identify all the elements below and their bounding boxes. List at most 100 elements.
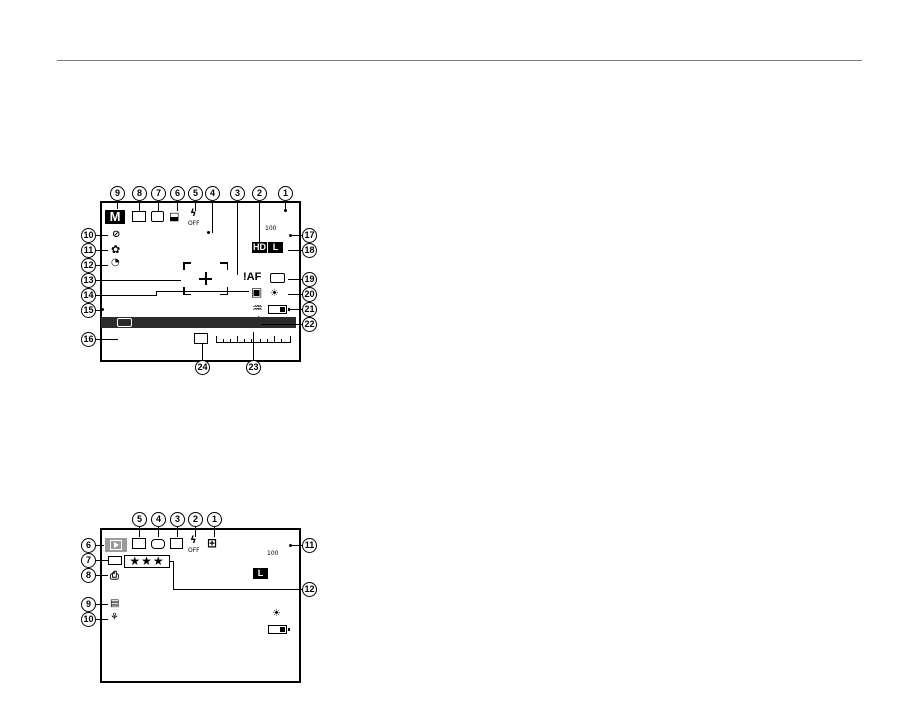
callout-8: 8 (132, 186, 147, 201)
leader-dot (207, 231, 210, 234)
continuous-icon: ⬓ (169, 210, 180, 223)
leader-line (173, 589, 302, 590)
leader-line (173, 561, 174, 589)
callout-12: 12 (302, 582, 317, 597)
callout-17: 17 (302, 228, 317, 243)
leader-line (156, 291, 249, 292)
callout-22: 22 (302, 317, 317, 332)
leader-line (262, 324, 302, 325)
callout-6: 6 (170, 186, 185, 201)
leader-line (285, 201, 286, 211)
leader-line (214, 527, 215, 537)
self-timer-off-icon: ⊘ (112, 229, 121, 240)
leader-line (96, 619, 108, 620)
leader-dot (289, 234, 292, 237)
leader-line (96, 235, 108, 236)
callout-12: 12 (81, 258, 96, 273)
camera-shake-icon: ▣ (251, 285, 263, 299)
protect-icon (108, 556, 122, 565)
macro-icon: ✿ (111, 243, 121, 256)
dual-is-icon: ♒ (252, 301, 263, 315)
leader-line (117, 201, 118, 209)
leader-line (259, 201, 260, 243)
callout-9: 9 (81, 597, 96, 612)
leader-line (212, 201, 213, 233)
leader-line (96, 575, 108, 576)
callout-20: 20 (302, 287, 317, 302)
playback-mode-icon (105, 538, 127, 552)
callout-14: 14 (81, 288, 96, 303)
leader-dot (289, 544, 292, 547)
callout-19: 19 (302, 272, 317, 287)
leader-line (96, 310, 102, 311)
callout-16: 16 (81, 332, 96, 347)
film-simulation-icon (270, 273, 285, 283)
flash-off-label: OFF (188, 220, 200, 227)
leader-line (156, 291, 157, 296)
leader-line (139, 201, 140, 211)
image-size-badge: L (253, 568, 268, 579)
callout-7: 7 (81, 553, 96, 568)
callout-21: 21 (302, 302, 317, 317)
callout-5: 5 (132, 512, 147, 527)
hd-badge: HD (252, 242, 267, 253)
iso-value: 100 (267, 550, 279, 557)
callout-8: 8 (81, 568, 96, 583)
battery-icon (268, 305, 290, 314)
leader-dot (101, 308, 104, 311)
white-balance-icon: ☀ (272, 608, 281, 619)
leader-line (288, 250, 302, 251)
leader-line (177, 201, 178, 211)
callout-18: 18 (302, 243, 317, 258)
leader-line (202, 344, 203, 360)
red-eye-icon (151, 539, 165, 549)
callout-10: 10 (81, 612, 96, 627)
face-detection-icon (132, 538, 146, 549)
callout-10: 10 (81, 228, 96, 243)
leader-line (290, 309, 302, 310)
leader-line (96, 250, 108, 251)
rating-stars: ★★★ (124, 555, 170, 568)
callout-11: 11 (81, 243, 96, 258)
exposure-compensation-icon (117, 318, 132, 327)
leader-line (96, 295, 156, 296)
callout-9: 9 (110, 186, 125, 201)
battery-icon (268, 625, 290, 634)
callout-4: 4 (205, 186, 220, 201)
callout-2: 2 (188, 512, 203, 527)
callout-15: 15 (81, 303, 96, 318)
print-order-icon: ⎙ (110, 569, 119, 582)
manual-mode-icon: M (105, 210, 125, 224)
gift-icon: ⊞ (207, 536, 218, 550)
leader-line (195, 201, 196, 211)
af-warning-label: !AF (243, 271, 262, 283)
flash-off-label: OFF (188, 547, 200, 554)
image-size-badge: L (268, 242, 283, 253)
leader-line (170, 561, 174, 562)
leader-line (96, 265, 108, 266)
self-timer-icon: ◔ (111, 257, 120, 268)
leader-line (96, 560, 108, 561)
face-detection-icon (132, 211, 146, 222)
playback-lcd-frame (100, 528, 301, 683)
iso-value: 100 (265, 225, 277, 232)
page-top-rule (57, 60, 862, 61)
leader-dot (284, 209, 287, 212)
shooting-lcd-frame (100, 201, 301, 362)
callout-13: 13 (81, 273, 96, 288)
callout-6: 6 (81, 538, 96, 553)
gift-image-icon: ⚘ (110, 612, 119, 623)
callout-4: 4 (151, 512, 166, 527)
exposure-compensation-bar (101, 317, 296, 328)
callout-7: 7 (151, 186, 166, 201)
leader-line (96, 604, 108, 605)
leader-line (158, 201, 159, 211)
flash-off-icon: ϟ (190, 208, 197, 219)
leader-line (288, 294, 302, 295)
flash-off-icon: ϟ (190, 535, 197, 546)
leader-line (195, 527, 196, 537)
callout-1: 1 (278, 186, 293, 201)
callout-11: 11 (302, 538, 317, 553)
photobook-icon: ▤ (110, 598, 120, 609)
leader-line (290, 235, 302, 236)
